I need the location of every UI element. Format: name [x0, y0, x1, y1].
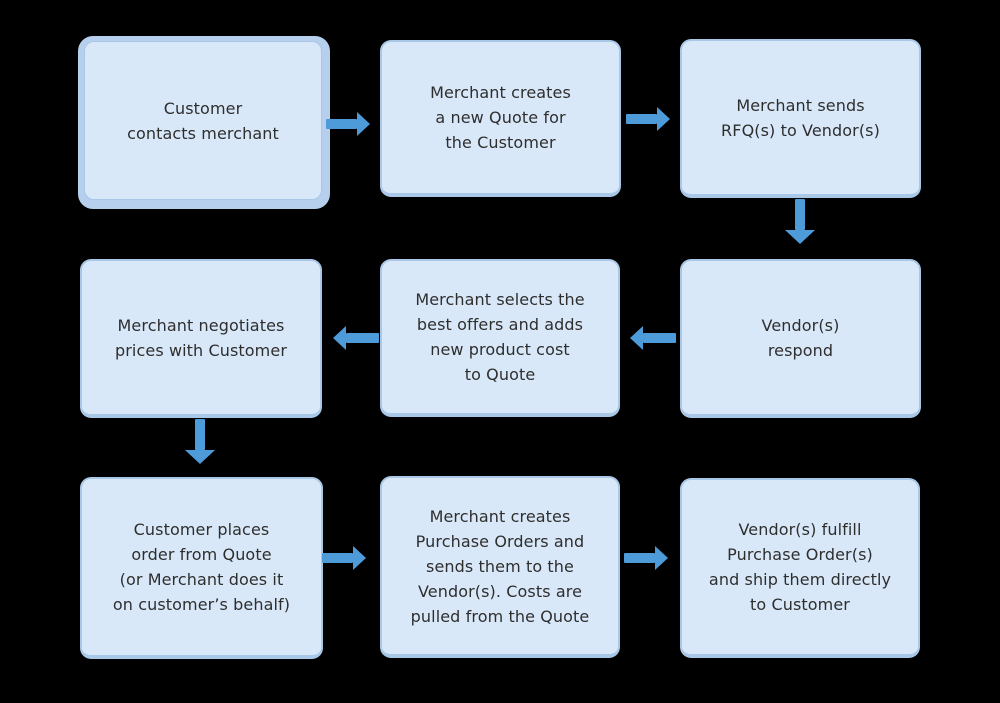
arrow-head: [785, 230, 815, 244]
flow-node-label: Merchant negotiates prices with Customer: [115, 315, 287, 360]
flow-node-emphasis-frame: Customer contacts merchant: [78, 36, 330, 209]
flow-node-merchant-creates-quote: Merchant creates a new Quote for the Cus…: [380, 40, 621, 197]
arrow-shaft: [795, 199, 805, 230]
arrow-left-icon: [630, 326, 676, 350]
arrow-shaft: [326, 119, 357, 129]
arrow-head: [333, 326, 346, 350]
flow-node-label: Customer contacts merchant: [127, 98, 279, 143]
flow-node-merchant-creates-purchase-orders: Merchant creates Purchase Orders and sen…: [380, 476, 620, 658]
arrow-shaft: [643, 333, 676, 343]
arrow-head: [357, 112, 370, 136]
arrow-shaft: [346, 333, 379, 343]
arrow-down-icon: [785, 199, 815, 244]
flow-node-customer-places-order: Customer places order from Quote (or Mer…: [80, 477, 323, 659]
flow-node-label: Merchant creates Purchase Orders and sen…: [410, 506, 590, 626]
flow-node-label: Merchant sends RFQ(s) to Vendor(s): [721, 95, 880, 140]
arrow-right-icon: [322, 546, 366, 570]
flow-node-label: Merchant creates a new Quote for the Cus…: [430, 83, 571, 152]
arrow-head: [630, 326, 643, 350]
arrow-head: [353, 546, 366, 570]
arrow-shaft: [322, 553, 353, 563]
flow-node-label: Vendor(s) fulfill Purchase Order(s) and …: [708, 520, 892, 614]
arrow-head: [657, 107, 670, 131]
flow-node-label: Vendor(s) respond: [761, 315, 840, 360]
arrow-head: [655, 546, 668, 570]
flow-node-merchant-sends-rfq: Merchant sends RFQ(s) to Vendor(s): [680, 39, 921, 198]
arrow-head: [185, 450, 215, 464]
arrow-right-icon: [624, 546, 668, 570]
arrow-right-icon: [626, 107, 670, 131]
arrow-shaft: [624, 553, 655, 563]
flow-node-merchant-negotiates-prices: Merchant negotiates prices with Customer: [80, 259, 322, 418]
flow-node-label: Customer places order from Quote (or Mer…: [112, 520, 291, 614]
flow-node-vendors-respond: Vendor(s) respond: [680, 259, 921, 418]
arrow-right-icon: [326, 112, 370, 136]
flow-node-vendors-fulfill-orders: Vendor(s) fulfill Purchase Order(s) and …: [680, 478, 920, 658]
arrow-shaft: [195, 419, 205, 450]
flow-node-label: Merchant selects the best offers and add…: [415, 290, 585, 384]
flow-node-merchant-selects-offers: Merchant selects the best offers and add…: [380, 259, 620, 417]
flow-node-customer-contacts-merchant: Customer contacts merchant: [84, 41, 322, 200]
arrow-left-icon: [333, 326, 379, 350]
arrow-down-icon: [185, 419, 215, 464]
arrow-shaft: [626, 114, 657, 124]
